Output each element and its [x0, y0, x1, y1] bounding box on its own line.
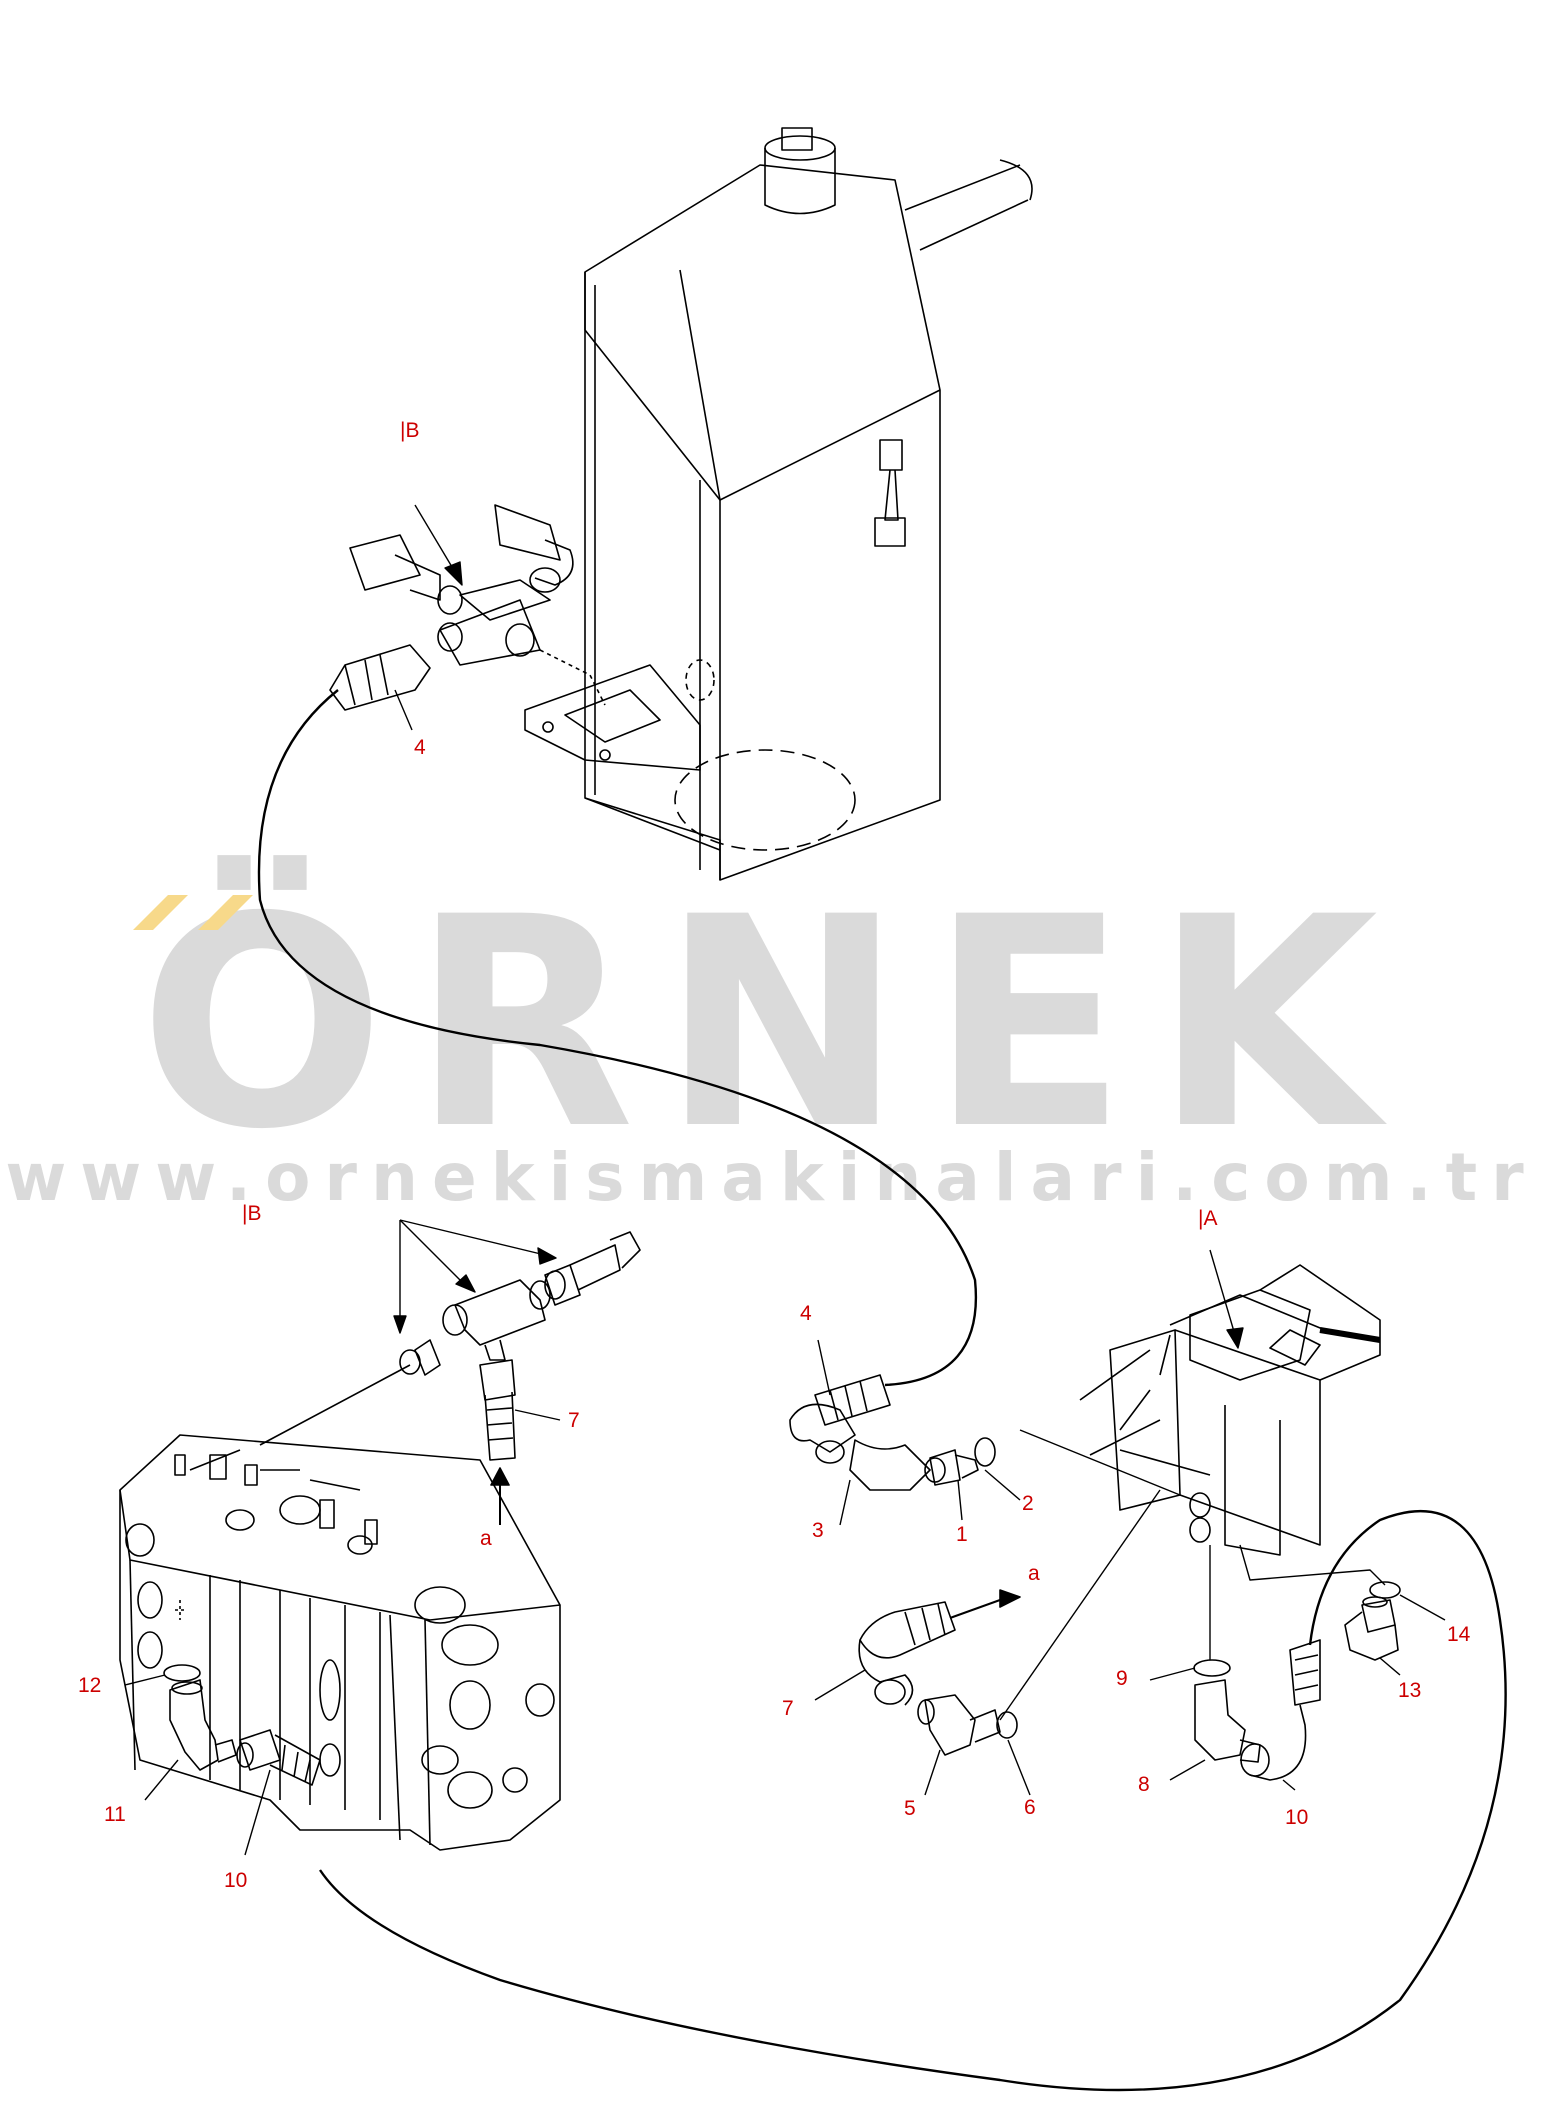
- o-ring-6: [996, 1711, 1018, 1739]
- elbow-fitting-5: [917, 1694, 1001, 1756]
- view-b-label-top: |B: [400, 419, 420, 442]
- watermark-logo: ÖRNEK: [138, 856, 1405, 1193]
- o-ring-9: [1193, 1659, 1231, 1677]
- callout-4-top: 4: [414, 736, 426, 759]
- hydraulic-tank: [524, 127, 1033, 881]
- tank-body-outline: [584, 164, 941, 881]
- callout-4-mid: 4: [800, 1302, 812, 1325]
- tank-filler-cap: [764, 148, 836, 215]
- callout-6: 6: [1024, 1796, 1036, 1819]
- arrow-a-label-right: a: [1028, 1562, 1040, 1585]
- callout-11: 11: [104, 1803, 126, 1826]
- view-b-label-bottom: |B: [242, 1202, 262, 1225]
- callout-8: 8: [1138, 1773, 1150, 1796]
- arrow-a-label-up: a: [480, 1527, 492, 1550]
- callout-13: 13: [1398, 1679, 1422, 1702]
- cross-fitting-top: [349, 504, 606, 706]
- elbow-fitting-11: [169, 1679, 237, 1771]
- o-ring-14: [1369, 1581, 1401, 1599]
- leader-lines: [124, 504, 1446, 1856]
- arrow-a-up: [490, 1467, 510, 1486]
- pilot-valve-assembly: [1079, 1264, 1381, 1556]
- adapter-fitting-1: [929, 1449, 979, 1486]
- watermark-accent-marks: [133, 895, 253, 930]
- tank-bottom-dashed: [674, 749, 856, 851]
- callout-7-right: 7: [782, 1697, 794, 1720]
- callout-3: 3: [812, 1519, 824, 1542]
- tank-suction-pipe: [904, 159, 1033, 251]
- watermark-url: www.ornekismakinalari.com.tr: [5, 1139, 1538, 1216]
- callout-10-left: 10: [224, 1869, 248, 1892]
- callout-5: 5: [904, 1797, 916, 1820]
- callout-1: 1: [956, 1523, 968, 1546]
- callout-14: 14: [1447, 1623, 1471, 1646]
- tank-sight-gauge: [874, 439, 906, 547]
- plug-13: [1344, 1596, 1399, 1661]
- hose-7-right: [858, 1589, 1021, 1706]
- callout-2: 2: [1022, 1492, 1034, 1515]
- tank-mounting-bracket: [524, 664, 701, 771]
- tank-cap-bolt: [781, 127, 813, 151]
- view-a-label: |A: [1198, 1207, 1218, 1230]
- o-ring-2: [974, 1437, 996, 1467]
- arrow-a-right: [999, 1589, 1021, 1608]
- callout-9: 9: [1116, 1667, 1128, 1690]
- elbow-fitting-3: [789, 1403, 946, 1491]
- hose-4: [257, 644, 978, 1426]
- elbow-fitting-8: [1194, 1679, 1261, 1763]
- callout-12: 12: [78, 1674, 102, 1697]
- hose-10-left: [236, 1729, 321, 1786]
- tee-fitting-bottom: [259, 1231, 641, 1446]
- hose-7-tee: [479, 1359, 516, 1525]
- hose-4-bottom-fitting: [814, 1374, 891, 1426]
- control-valve-block: [119, 1434, 561, 1851]
- o-ring-12: [163, 1664, 201, 1682]
- callout-7-tee: 7: [568, 1409, 580, 1432]
- hose-10-right: [319, 1510, 1507, 2092]
- callout-10-right: 10: [1285, 1806, 1309, 1829]
- tank-filler-top: [764, 135, 836, 161]
- hose-4-top-fitting: [329, 644, 431, 711]
